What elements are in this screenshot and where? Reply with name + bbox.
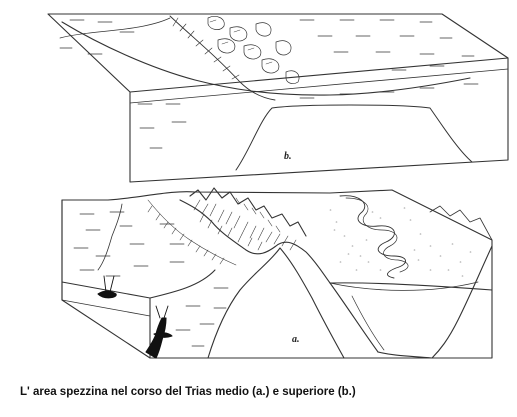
sea-dashes-front-b <box>137 83 479 149</box>
block-b-top-front-edge <box>129 57 509 93</box>
sea-dashes-a <box>73 211 229 347</box>
block-a-outline <box>61 189 493 359</box>
label-a: a. <box>292 334 300 345</box>
basin-b <box>235 104 473 171</box>
sea-dashes-top-b <box>59 19 475 71</box>
mountain-ridge-a <box>179 199 331 284</box>
basin-a-right <box>329 245 493 359</box>
block-diagram-b <box>47 13 509 183</box>
volcanic-dyke-center <box>145 305 173 359</box>
reef-islands-b <box>207 16 300 84</box>
block-diagram-a <box>61 187 493 359</box>
label-b: b. <box>284 151 292 162</box>
block-b-coastline <box>61 21 471 96</box>
basin-a-left <box>207 247 345 359</box>
volcanic-dyke-left <box>97 275 117 299</box>
block-b-outline <box>47 13 509 183</box>
mountain-hatching-a <box>193 197 297 251</box>
figure-caption: L' area spezzina nel corso del Trias med… <box>20 386 356 398</box>
plain-stipple-a <box>329 207 472 277</box>
meandering-river-a <box>339 195 406 279</box>
